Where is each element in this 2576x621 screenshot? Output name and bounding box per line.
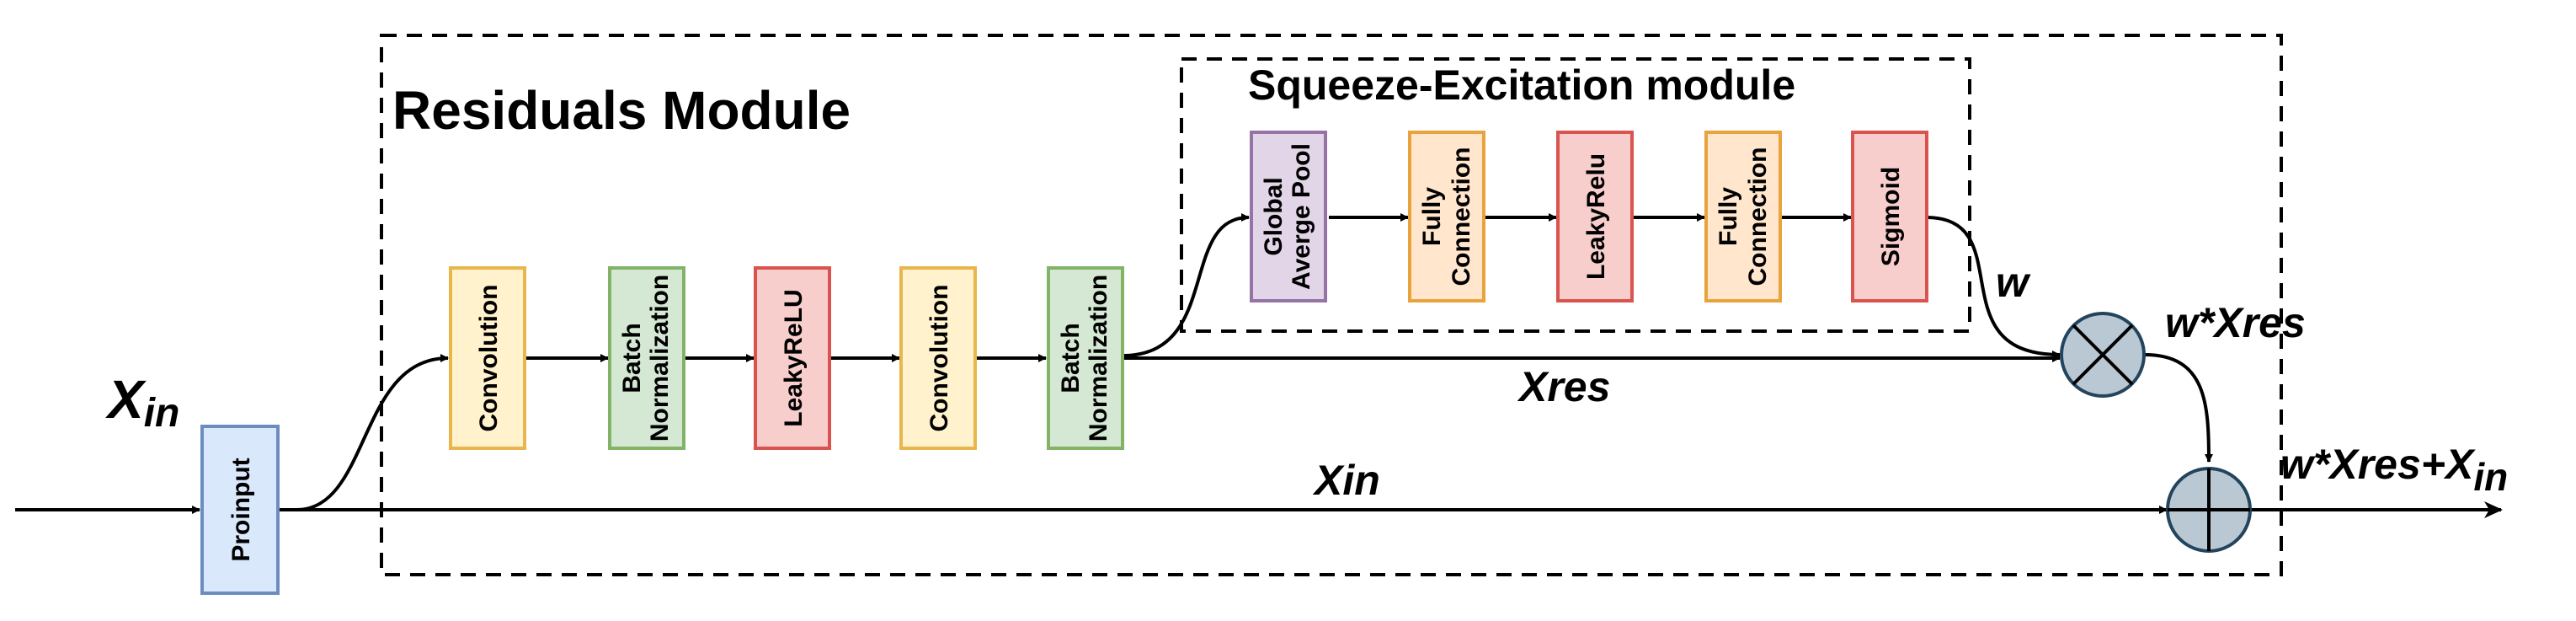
add-operator-icon — [2166, 467, 2252, 553]
svg-text:Averge Pool: Averge Pool — [1288, 143, 1315, 290]
se-module-border — [1180, 57, 1971, 333]
svg-text:Proinput: Proinput — [227, 458, 255, 561]
label-w: w — [1996, 259, 2031, 306]
svg-text:Convolution: Convolution — [475, 285, 503, 432]
label-xin-input: Xin — [105, 369, 179, 436]
svg-text:Connection: Connection — [1744, 147, 1772, 286]
svg-text:Convolution: Convolution — [925, 285, 953, 432]
block-fully-connection-1: Fully Connection — [1408, 131, 1485, 302]
svg-text:LeakyReLU: LeakyReLU — [780, 289, 808, 426]
block-sigmoid: Sigmoid — [1851, 131, 1928, 302]
se-module-title: Squeeze-Excitation module — [1248, 62, 1795, 109]
svg-text:Fully: Fully — [1418, 187, 1446, 246]
sigmoid-to-multiply — [1925, 216, 2061, 359]
block-convolution-1: Convolution — [449, 266, 526, 450]
svg-text:Normalization: Normalization — [646, 275, 674, 442]
multiply-to-add — [2144, 353, 2213, 463]
svg-text:Batch: Batch — [1057, 323, 1085, 393]
block-leakyrelu-1: LeakyReLU — [754, 266, 831, 450]
label-xin-skip: Xin — [1312, 457, 1380, 504]
label-xres: Xres — [1517, 363, 1610, 410]
multiply-operator-icon — [2060, 312, 2146, 398]
svg-text:Sigmoid: Sigmoid — [1877, 167, 1905, 266]
svg-text:Normalization: Normalization — [1085, 275, 1112, 442]
svg-text:Connection: Connection — [1448, 147, 1475, 286]
block-convolution-2: Convolution — [899, 266, 977, 450]
block-batch-normalization-2: Batch Normalization — [1047, 266, 1124, 450]
label-output: w*Xres+Xin — [2280, 441, 2508, 499]
residual-module-title: Residuals Module — [392, 80, 851, 141]
block-global-average-pool: Global Averge Pool — [1250, 131, 1327, 302]
connections — [15, 213, 2503, 518]
label-w-xres: w*Xres — [2165, 299, 2306, 346]
block-fully-connection-2: Fully Connection — [1704, 131, 1782, 302]
curve-to-gap — [1123, 213, 1250, 357]
residual-module-border — [380, 34, 2283, 576]
block-proinput: Proinput — [200, 425, 280, 595]
svg-text:Batch: Batch — [618, 323, 646, 393]
svg-text:Global: Global — [1260, 177, 1288, 255]
block-leakyrelu-2: LeakyRelu — [1556, 131, 1634, 302]
svg-text:LeakyRelu: LeakyRelu — [1582, 153, 1610, 280]
curve-to-conv1 — [296, 354, 449, 511]
svg-text:Fully: Fully — [1715, 187, 1742, 246]
block-batch-normalization-1: Batch Normalization — [608, 266, 685, 450]
